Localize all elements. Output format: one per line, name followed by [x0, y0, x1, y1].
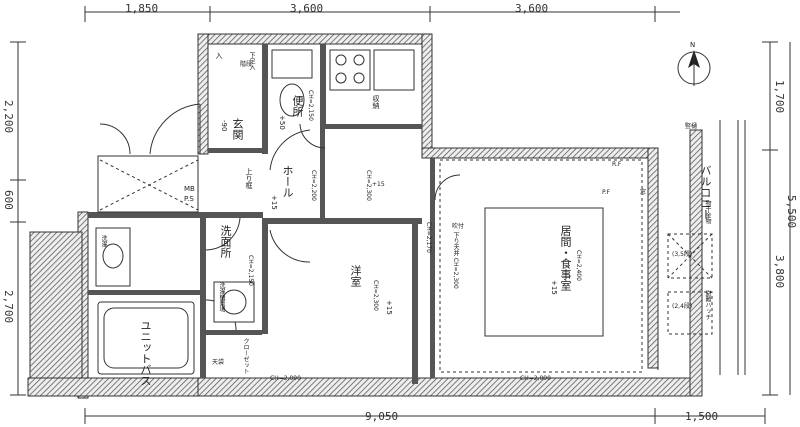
interior-walls [88, 44, 435, 384]
hall-level: +15 [270, 195, 278, 210]
dim-left-1: 2,200 [2, 100, 15, 134]
kitchen-stove [329, 49, 415, 91]
dim-left-3: 2,700 [2, 290, 15, 324]
room-yoshitsu: 洋室 [349, 265, 362, 287]
living-fixtures [439, 159, 643, 373]
dim-top-2: 3,600 [290, 2, 324, 15]
room-living: 居間・食事室 [559, 225, 572, 291]
note-kaiten: (3,5段) [672, 251, 693, 258]
note-ch-2150-a: CH=2,150 [307, 90, 314, 121]
label-sensen: 洗濯 [100, 235, 107, 247]
dim-right-1: 1,700 [773, 80, 786, 114]
note-kaiten2: (2,4段) [672, 303, 693, 310]
label-shita-kai: 下足入 [248, 52, 255, 70]
note-ch-2150-b: CH=2,150 [247, 255, 254, 286]
washing-machine [213, 281, 255, 323]
room-balcony: バルコニー [699, 165, 712, 220]
dim-right-2: 3,800 [773, 255, 786, 289]
note-level15: +15 [372, 181, 385, 188]
room-senmenjo: 洗面所 [219, 225, 232, 258]
note-tatebu: 竪樋 [685, 123, 698, 130]
wash-basin [95, 227, 131, 287]
room-closet: クローゼット [242, 338, 249, 374]
dim-top-3: 3,600 [515, 2, 549, 15]
doors [99, 103, 461, 331]
label-jobukuro: 天袋 [212, 359, 225, 366]
compass-label: N [690, 41, 696, 49]
label-mb: MB [184, 185, 195, 193]
label-agari: 上り框 [245, 168, 253, 189]
bath-fixture [97, 301, 195, 375]
outer-walls [27, 33, 703, 399]
shoe-storage [97, 155, 199, 213]
note-sensendai: 洗濯機置場 [218, 282, 225, 312]
toilet-fixture [271, 49, 313, 117]
label-kaiden: 階段 [240, 61, 253, 68]
balcony-railing [667, 120, 746, 375]
note-ch-2090-b: CH=2,090 [520, 375, 551, 382]
dim-top-1: 1,850 [125, 2, 159, 15]
note-pf: P.F [602, 189, 611, 196]
label-ps: P.S [184, 195, 194, 203]
genkan-level: -90 [220, 120, 228, 132]
dim-left-2: 600 [2, 190, 15, 210]
living-level: +15 [550, 280, 558, 295]
toilet-level: +50 [278, 115, 286, 130]
room-genkan: 玄関 [231, 118, 244, 140]
note-ch-2300-b: CH=2,300 [372, 280, 379, 311]
note-hinan: 避難ハッチ [704, 290, 711, 320]
note-rf: R.F [612, 161, 622, 168]
dim-bottom-2: 1,500 [685, 410, 719, 423]
yoshitsu-level: +15 [385, 300, 393, 315]
room-shuno: 収納 [372, 95, 380, 109]
room-bath: ユニットバス [139, 320, 152, 386]
note-ch-2170: CH=2,170 [425, 222, 432, 253]
note-ch-2400: CH=2,400 [575, 250, 582, 281]
dimension-lines [10, 6, 791, 424]
note-ch-2300-a: CH=2,300 [365, 170, 372, 201]
dim-bottom-1: 9,050 [365, 410, 399, 423]
compass-icon [677, 50, 711, 86]
note-ch-2200: CH=2,200 [310, 170, 317, 201]
windows [430, 147, 659, 370]
note-ch-2300-c: 下り天井 CH=2,300 [452, 232, 459, 289]
room-hall: ホール [281, 165, 294, 198]
note-kaisen: 物干金物 [704, 200, 711, 224]
label-mado: 窓 [640, 189, 647, 196]
room-toilet: 便所 [291, 95, 304, 117]
label-sekkei: 吹付 [452, 223, 465, 230]
label-nyu: 入 [215, 52, 223, 59]
dim-right-total: 5,500 [785, 195, 798, 229]
note-ch-2090-a: CH=2,090 [270, 375, 301, 382]
